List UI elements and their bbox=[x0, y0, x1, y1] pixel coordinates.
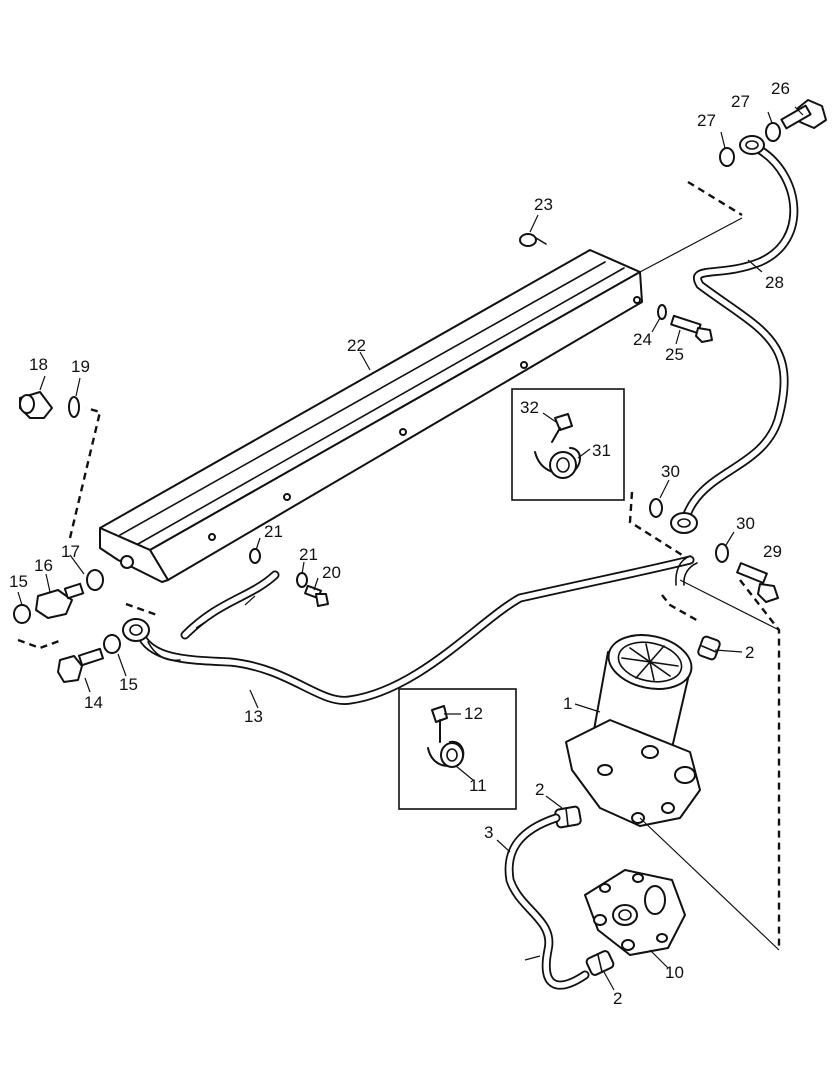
bolt-26 bbox=[780, 99, 827, 130]
seal-19 bbox=[68, 396, 80, 418]
callout-11: 11 bbox=[469, 776, 487, 795]
washer-21-upper bbox=[249, 548, 261, 564]
callout-21: 21 bbox=[299, 545, 318, 564]
callout-14: 14 bbox=[84, 693, 103, 712]
inset-box-31-32 bbox=[511, 388, 625, 501]
washer-27-upper bbox=[765, 122, 781, 142]
washer-27-lower bbox=[719, 147, 735, 167]
callout-2: 2 bbox=[535, 780, 544, 799]
washer-15-lower bbox=[103, 634, 121, 654]
fuel-rail-22 bbox=[99, 217, 743, 583]
short-tube-3 bbox=[504, 813, 590, 990]
callout-27: 27 bbox=[731, 92, 750, 111]
callout-22: 22 bbox=[347, 336, 366, 355]
callout-1: 1 bbox=[563, 694, 572, 713]
callout-2: 2 bbox=[745, 643, 754, 662]
fuel-filter-1 bbox=[565, 634, 701, 827]
clip-23 bbox=[519, 233, 547, 247]
callout-26: 26 bbox=[771, 79, 790, 98]
filter-cap-spokes bbox=[621, 643, 679, 681]
callout-30: 30 bbox=[661, 462, 680, 481]
callout-15: 15 bbox=[9, 572, 28, 591]
callout-15: 15 bbox=[119, 675, 138, 694]
callout-12: 12 bbox=[464, 704, 483, 723]
callout-10: 10 bbox=[665, 963, 684, 982]
fitting-2-bottom bbox=[585, 950, 615, 976]
return-tube-28 bbox=[670, 135, 799, 534]
callout-21: 21 bbox=[264, 522, 283, 541]
callout-labels: 1 2 2 2 3 10 11 12 13 14 15 15 16 17 18 … bbox=[9, 79, 790, 1008]
alignment-lines bbox=[17, 180, 781, 951]
inset-box-11-12 bbox=[398, 688, 517, 810]
callout-3: 3 bbox=[484, 823, 493, 842]
bolt-25 bbox=[670, 314, 713, 343]
callout-13: 13 bbox=[244, 707, 263, 726]
connector-16 bbox=[35, 582, 85, 619]
callout-20: 20 bbox=[322, 563, 341, 582]
callout-17: 17 bbox=[61, 542, 80, 561]
callout-18: 18 bbox=[29, 355, 48, 374]
callout-23: 23 bbox=[534, 195, 553, 214]
callout-31: 31 bbox=[592, 441, 611, 460]
fitting-2-top bbox=[697, 635, 721, 661]
callout-2: 2 bbox=[613, 989, 622, 1008]
callout-30: 30 bbox=[736, 514, 755, 533]
washer-30-upper bbox=[649, 498, 663, 518]
callout-29: 29 bbox=[763, 542, 782, 561]
callout-27: 27 bbox=[697, 111, 716, 130]
callout-28: 28 bbox=[765, 273, 784, 292]
elbow-18 bbox=[19, 391, 53, 419]
banjo-bolt-14 bbox=[57, 647, 105, 683]
callout-32: 32 bbox=[520, 398, 539, 417]
callout-16: 16 bbox=[34, 556, 53, 575]
callout-25: 25 bbox=[665, 345, 684, 364]
leader-lines bbox=[17, 106, 804, 991]
bolt-29 bbox=[736, 562, 779, 603]
washer-15-upper bbox=[13, 604, 31, 624]
bolt-20 bbox=[304, 584, 329, 607]
transfer-pump-10 bbox=[584, 869, 686, 956]
washer-17 bbox=[86, 569, 104, 591]
washer-24 bbox=[657, 304, 667, 320]
callout-19: 19 bbox=[71, 357, 90, 376]
washer-21-lower bbox=[296, 572, 308, 588]
washer-30-lower bbox=[715, 543, 729, 563]
feed-tube-13 bbox=[122, 555, 698, 705]
callout-24: 24 bbox=[633, 330, 652, 349]
